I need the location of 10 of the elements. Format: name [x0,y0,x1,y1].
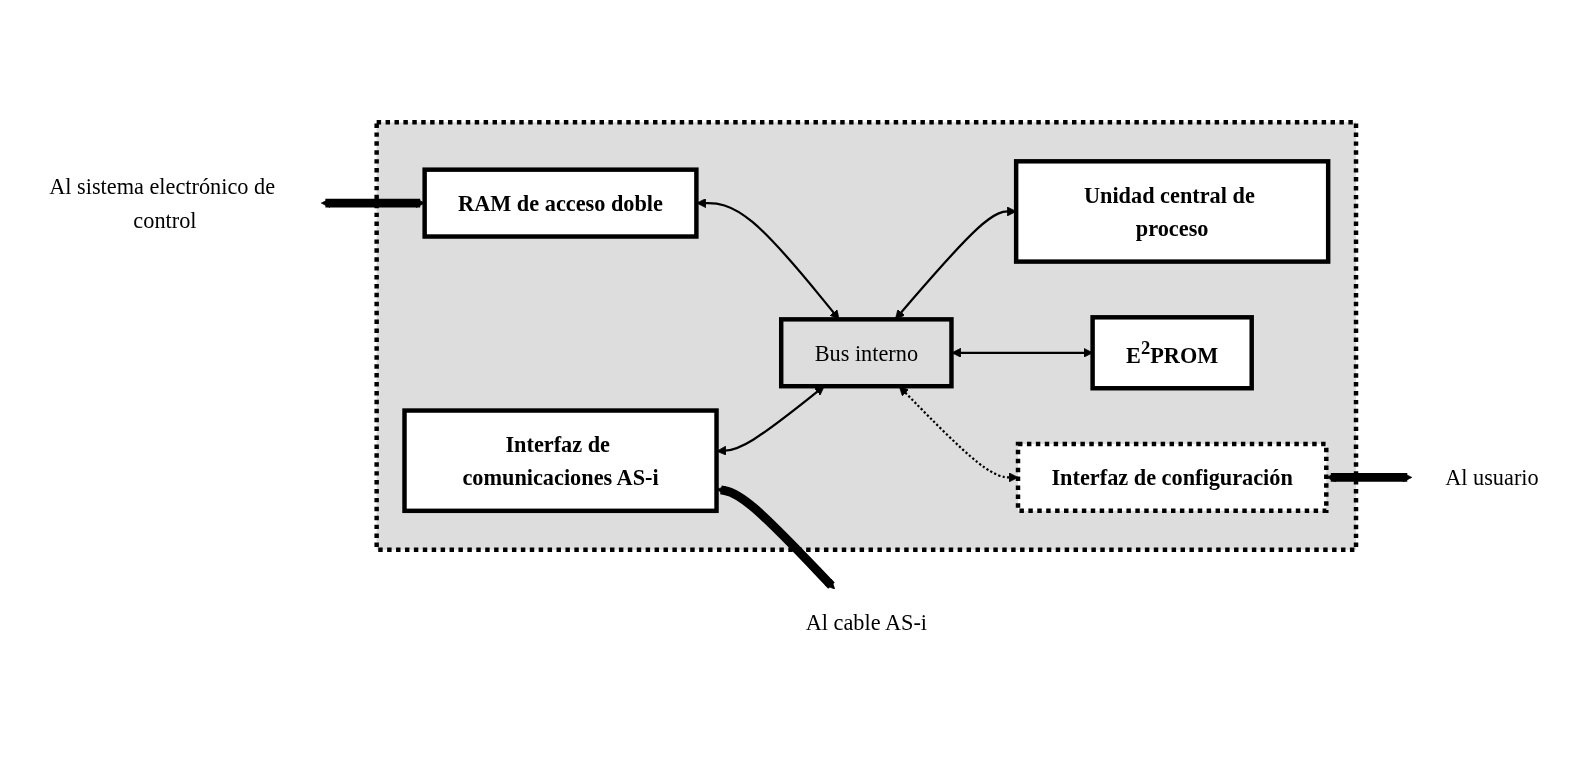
node-box: Unidad central de proceso [1013,159,1331,264]
cluster [374,120,1359,553]
node-text: Al usuario [1445,465,1539,490]
node-box: RAM de acceso doble [422,167,699,239]
node-text: Al cable AS-i [805,610,927,635]
node-box: Interfaz de comunicaciones AS-i [402,408,719,514]
node-box: Bus interno [779,317,954,389]
node-text: Al sistema electrónico de control [49,174,276,233]
node-box: Interfaz de configuración [1015,441,1329,514]
node-box: E$^{2}$PROM [1090,315,1254,391]
